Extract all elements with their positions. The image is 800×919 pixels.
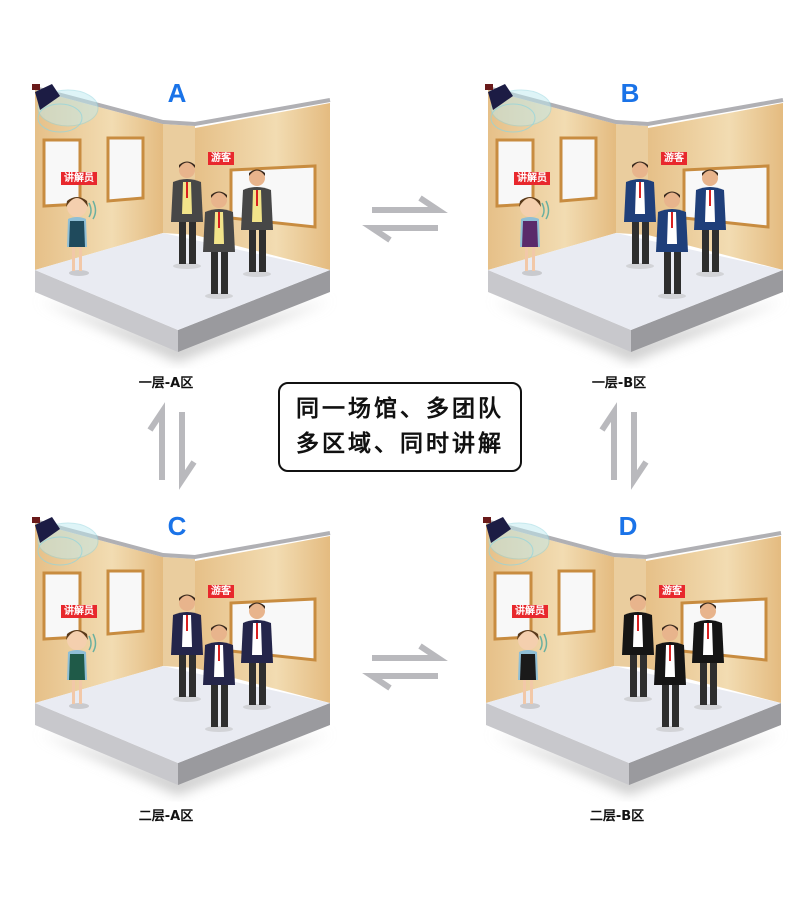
visitor-figure xyxy=(171,594,203,702)
floor xyxy=(35,233,330,330)
zone-caption: 一层-A区 xyxy=(138,376,194,391)
speaker-icon xyxy=(35,517,60,543)
visitor-figure xyxy=(171,161,203,269)
zone-letter: C xyxy=(167,511,187,541)
visitor-figure xyxy=(622,594,654,702)
summary-line-2: 多区域、同时讲解 xyxy=(296,431,504,457)
swap-vertical-arrow-icon xyxy=(147,402,197,490)
zone-room-d xyxy=(483,517,782,795)
zone-room-a xyxy=(32,84,331,362)
floor xyxy=(35,666,330,763)
summary-line-1: 同一场馆、多团队 xyxy=(296,396,504,422)
visitor-figure xyxy=(624,161,656,269)
speaker-icon xyxy=(486,517,511,543)
visitor-figure xyxy=(203,624,235,732)
zone-letter: B xyxy=(620,78,640,108)
summary-box: 同一场馆、多团队 多区域、同时讲解 xyxy=(278,382,522,472)
guide-tag: 讲解员 xyxy=(514,172,550,185)
zone-letter: D xyxy=(618,511,638,541)
swap-vertical-arrow-icon xyxy=(599,402,649,490)
floor xyxy=(486,666,781,763)
zone-caption: 二层-B区 xyxy=(589,809,645,824)
visitor-tag: 游客 xyxy=(208,152,234,165)
visitor-figure xyxy=(203,191,235,299)
zone-room-c xyxy=(32,517,331,795)
guide-figure xyxy=(519,197,550,276)
speaker-icon xyxy=(488,84,513,110)
guide-figure xyxy=(66,197,97,276)
swap-horizontal-arrow-icon xyxy=(362,643,448,691)
swap-horizontal-arrow-icon xyxy=(362,195,448,243)
zone-letter: A xyxy=(167,78,187,108)
zone-room-b xyxy=(485,84,784,362)
guide-figure xyxy=(517,630,548,709)
zone-caption: 一层-B区 xyxy=(591,376,647,391)
visitor-figure xyxy=(694,169,726,277)
guide-tag: 讲解员 xyxy=(61,172,97,185)
speaker-icon xyxy=(35,84,60,110)
guide-tag: 讲解员 xyxy=(512,605,548,618)
visitor-figure xyxy=(692,602,724,710)
guide-figure xyxy=(66,630,97,709)
visitor-tag: 游客 xyxy=(659,585,685,598)
zone-caption: 二层-A区 xyxy=(138,809,194,824)
visitor-tag: 游客 xyxy=(661,152,687,165)
floor xyxy=(488,233,783,330)
guide-tag: 讲解员 xyxy=(61,605,97,618)
visitor-figure xyxy=(241,602,273,710)
visitor-tag: 游客 xyxy=(208,585,234,598)
visitor-figure xyxy=(241,169,273,277)
visitor-figure xyxy=(656,191,688,299)
visitor-figure xyxy=(654,624,686,732)
